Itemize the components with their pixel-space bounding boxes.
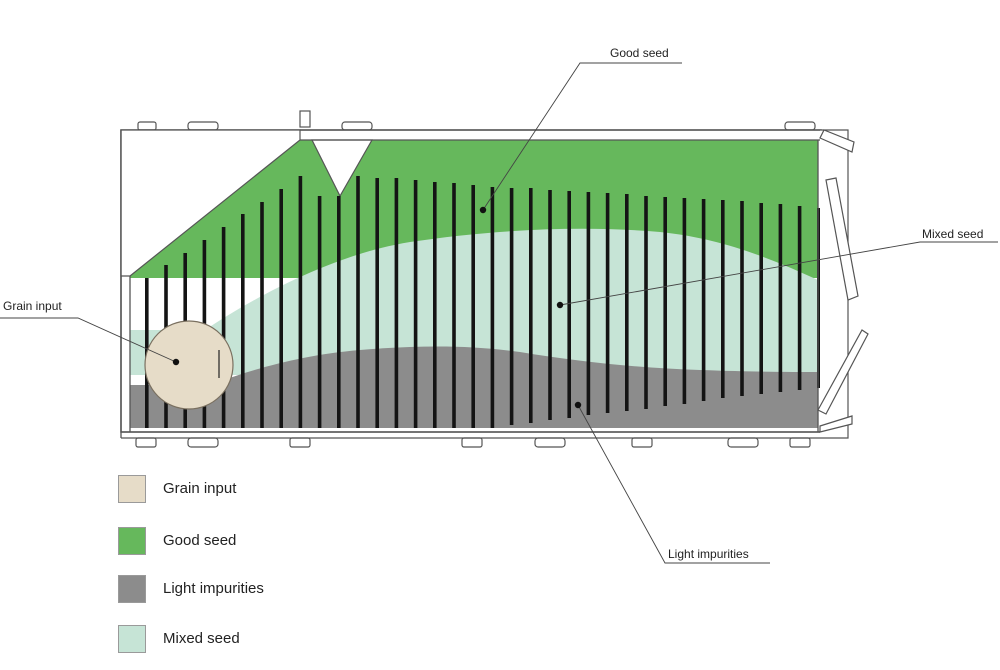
- legend-label: Light impurities: [163, 580, 264, 597]
- louver-bar: [490, 187, 495, 428]
- legend-label: Good seed: [163, 532, 237, 549]
- legend-item-light-impurities: Light impurities: [118, 575, 418, 605]
- top-brackets: [137, 110, 816, 131]
- callout-light-impurities: Light impurities: [668, 547, 749, 561]
- louver-bar: [452, 183, 456, 428]
- end-cap: [817, 129, 869, 439]
- louver-bar: [817, 208, 821, 388]
- louver-bar: [298, 176, 303, 428]
- louver-bar: [394, 178, 399, 428]
- housing-frame: [120, 129, 820, 439]
- legend-item-good-seed: Good seed: [118, 527, 418, 557]
- louver-bar: [221, 227, 226, 428]
- louver-bar: [375, 178, 379, 428]
- louver-bar: [701, 199, 706, 401]
- louver-bar: [740, 201, 744, 396]
- louver-bar: [433, 182, 437, 428]
- legend-label: Mixed seed: [163, 630, 240, 647]
- louver-bar: [682, 198, 687, 404]
- louver-bar: [356, 176, 360, 428]
- legend-label: Grain input: [163, 480, 237, 497]
- legend-item-mixed-seed: Mixed seed: [118, 625, 418, 655]
- louver-bar: [644, 196, 648, 409]
- callout-good-seed: Good seed: [610, 46, 669, 60]
- louver-bar: [759, 203, 763, 394]
- louver-bar: [317, 196, 322, 428]
- zone-grain-input: [144, 320, 234, 410]
- louver-bar: [586, 192, 591, 415]
- louver-bar: [721, 200, 725, 398]
- callout-leaders: [0, 62, 998, 564]
- legend-swatch: [118, 527, 146, 555]
- callout-dots: [172, 206, 582, 409]
- louver-bar: [471, 185, 475, 428]
- callout-mixed-seed: Mixed seed: [922, 227, 983, 241]
- legend-swatch: [118, 625, 146, 653]
- louver-bar: [625, 194, 629, 411]
- louver-bar: [797, 206, 802, 390]
- callout-grain-input: Grain input: [3, 299, 62, 313]
- louver-bar: [778, 204, 783, 392]
- louver-bar: [605, 193, 610, 413]
- louver-bar: [260, 202, 264, 428]
- louver-bar: [548, 190, 552, 420]
- louver-bar: [337, 196, 341, 428]
- louver-bar: [413, 180, 418, 428]
- legend-swatch: [118, 575, 146, 603]
- legend-item-grain-input: Grain input: [118, 475, 418, 505]
- bottom-brackets: [135, 437, 811, 448]
- louver-bar: [663, 197, 667, 406]
- louver-bar: [279, 189, 283, 428]
- legend-swatch: [118, 475, 146, 503]
- louver-bar: [241, 214, 245, 428]
- louver-bar: [567, 191, 571, 418]
- louver-bar: [529, 188, 533, 423]
- louver-bar: [509, 188, 514, 425]
